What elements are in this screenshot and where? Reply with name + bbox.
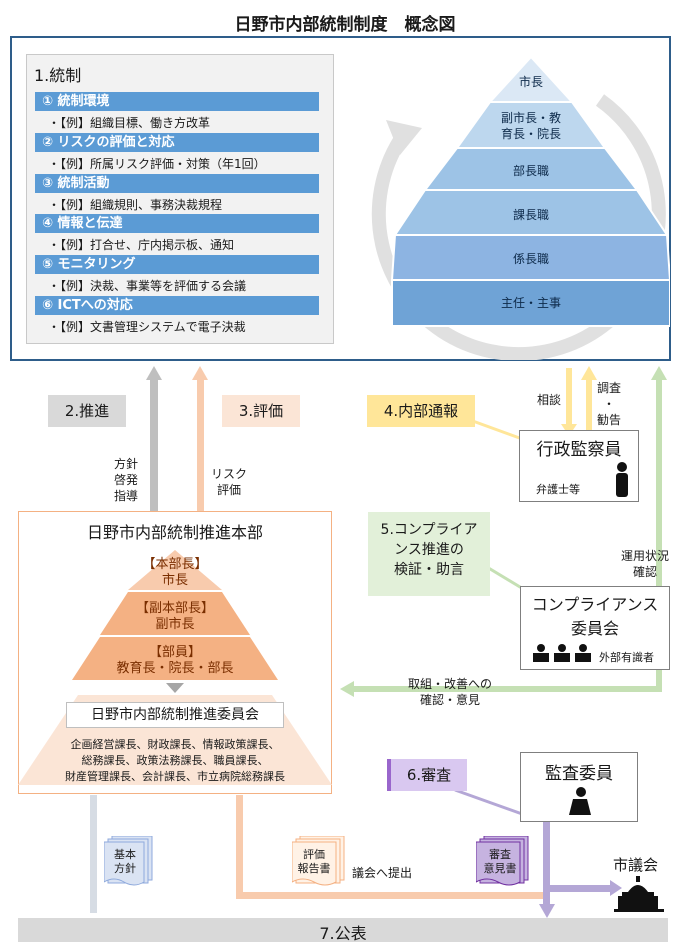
publish-label: 7.公表 [319,924,367,943]
control-example-6: ・【例】文書管理システムで電子決裁 [48,320,246,334]
promote-arrow [150,376,158,512]
control-example-1: ・【例】組織目標、働き方改革 [48,116,211,130]
control-example-4: ・【例】打合せ、庁内掲示板、通知 [48,238,235,252]
hq-member-role: 【部員】 [148,645,201,660]
administrative-inspector-title: 行政監察員 [536,440,622,460]
evaluation-report-doc-label: 評価報告書 [297,848,331,875]
policy-text: 方針啓発指導 [113,457,138,503]
evaluation-report-doc-icon [292,836,345,886]
administrative-inspector-box: 行政監察員 弁護士等 [519,430,639,502]
promote-label: 2.推進 [48,395,126,427]
compliance-committee-title-1: コンプライアンス [531,595,659,614]
control-section-title: 1.統制 [34,66,82,85]
evaluate-arrow [197,376,204,512]
whistleblow-label: 4.内部通報 [367,395,475,427]
compliance-committee-box: コンプライアンス 委員会 外部有識者 [520,586,670,670]
audit-label: 6.審査 [387,759,467,791]
risk-eval-text: リスク評価 [210,467,247,497]
compliance-committee-sub: 外部有識者 [599,651,654,664]
publish-bar [18,918,668,942]
org-pyramid [390,55,670,327]
cycle-arrow-head [386,120,422,155]
publish-flow-report [236,795,243,895]
audit-member-box: 監査委員 [520,752,638,822]
control-item-3: ③ 統制活動 [35,174,319,193]
control-cycle-diagram [371,55,670,360]
promotion-committee-title: 日野市内部統制推進委員会 [66,702,284,728]
control-item-6: ⑥ ICTへの対応 [35,296,319,315]
person-icon [616,462,628,497]
audit-opinion-doc-label: 審査意見書 [483,848,517,875]
investigate-arrow [586,376,592,432]
pyramid-level-chief: 係長職 [512,252,549,266]
hq-vice-role: 【副本部長】 [135,601,214,616]
page-title: 日野市内部統制制度 概念図 [234,15,456,35]
council-building-icon [614,876,664,912]
hq-head-name: 市長 [161,573,188,588]
control-example-3: ・【例】組織規則、事務決裁規程 [48,198,223,212]
hq-member-name: 教育長・院長・部長 [116,661,234,676]
consult-arrow [566,368,572,428]
control-item-2: ② リスクの評価と対応 [35,133,319,152]
control-example-2: ・【例】所属リスク評価・対策（年1回） [48,157,266,171]
control-frame [10,36,671,361]
committee-members-icon [533,644,591,662]
cycle-arrow-ring [371,94,666,360]
consult-text: 相談 [536,393,561,407]
control-item-1: ① 統制環境 [35,92,319,111]
operation-check-text: 運用状況確認 [620,549,669,579]
pyramid-level-manager: 課長職 [512,208,549,222]
administrative-inspector-sub: 弁護士等 [536,483,580,496]
pyramid-level-deputy-2: 育長・院長 [500,127,561,141]
hq-head-role: 【本部長】 [142,557,208,572]
improvement-check-text: 取組・改善への確認・意見 [407,677,492,707]
publish-flow-basic [90,795,97,913]
promotion-hq-title: 日野市内部統制推進本部 [86,523,263,542]
control-item-4: ④ 情報と伝達 [35,214,319,233]
basic-policy-doc-label: 基本方針 [114,848,136,875]
submit-to-council-text: 議会へ提出 [352,866,413,880]
audit-opinion-doc-icon [476,836,529,886]
compliance-label: 5.コンプライアンス推進の検証・助言 [368,512,490,596]
evaluate-label: 3.評価 [222,395,300,427]
audit-member-title: 監査委員 [545,764,613,784]
pyramid-level-mayor: 市長 [518,75,543,89]
city-council-label: 市議会 [613,856,659,874]
basic-policy-doc-icon [104,836,153,886]
publish-flow-opinion [543,820,550,905]
improvement-check-arrow [350,686,662,692]
operation-check-arrow [656,376,662,692]
auditor-icon [569,787,591,815]
pyramid-level-deputy-1: 副市長・教 [500,111,561,125]
control-item-5: ⑤ モニタリング [35,255,319,274]
control-example-5: ・【例】決裁、事業等を評価する会議 [48,279,247,293]
pyramid-level-director: 部長職 [512,164,549,178]
promotion-committee-members: 企画経営課長、財政課長、情報政策課長、総務課長、政策法務課長、職員課長、財産管理… [65,738,285,783]
investigate-text: 調査・勧告 [596,381,621,427]
hq-vice-name: 副市長 [155,617,195,632]
compliance-committee-title-2: 委員会 [570,619,619,638]
pyramid-level-staff: 主任・主事 [500,296,561,310]
